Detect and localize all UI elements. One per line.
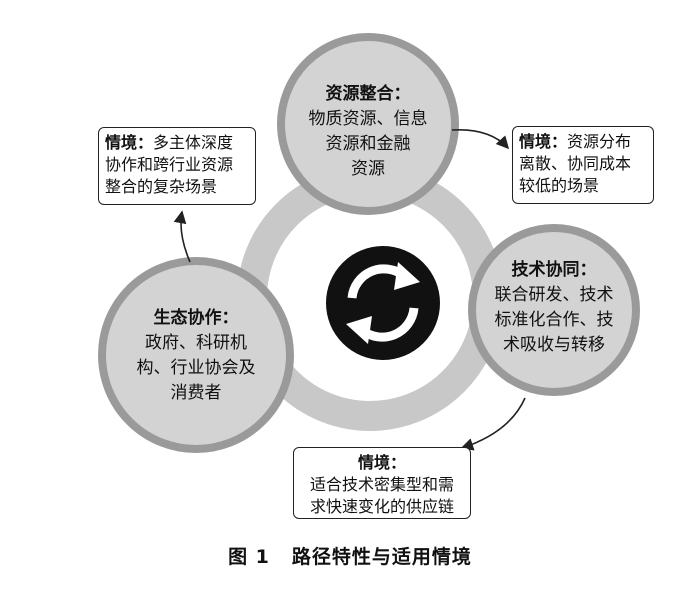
scenario-right-line: 离散、协同成本 [519, 154, 632, 173]
tech-node-text: 技术协同： 联合研发、技术 标准化合作、技 术吸收与转移 [484, 258, 624, 358]
resource-node-line: 资源 [351, 159, 385, 179]
scenario-right-line: 资源分布 [567, 132, 632, 151]
eco-node-title: 生态协作： [153, 308, 239, 328]
scenario-left-line: 多主体深度 [153, 133, 234, 152]
scenario-box-right: 情境：资源分布 离散、协同成本 较低的场景 [512, 126, 654, 204]
figure-caption: 图 1 路径特性与适用情境 [0, 542, 700, 569]
eco-node-circle [98, 257, 294, 453]
scenario-bottom-title: 情境： [357, 453, 406, 472]
scenario-left-line: 整合的复杂场景 [105, 177, 218, 196]
eco-node-line: 构、行业协会及 [136, 358, 256, 378]
eco-node-text: 生态协作： 政府、科研机 构、行业协会及 消费者 [126, 306, 266, 406]
eco-node-line: 政府、科研机 [145, 333, 247, 353]
figure-title: 路径特性与适用情境 [291, 546, 472, 568]
arrow-eco-to-left-scenario [173, 210, 191, 263]
refresh-cycle-icon [326, 246, 440, 360]
scenario-left-title: 情境： [105, 133, 154, 152]
resource-node-title: 资源整合： [325, 84, 411, 104]
scenario-right-title: 情境： [519, 132, 568, 151]
resource-node-line: 资源和金融 [325, 134, 411, 154]
figure-number: 图 1 [228, 546, 270, 568]
tech-node-line: 联合研发、技术 [494, 285, 614, 305]
scenario-left-line: 协作和跨行业资源 [105, 155, 234, 174]
eco-node-line: 消费者 [170, 383, 222, 403]
resource-node-text: 资源整合： 物质资源、信息 资源和金融 资源 [293, 82, 443, 182]
tech-node-line: 标准化合作、技 [494, 310, 614, 330]
resource-node-line: 物质资源、信息 [308, 109, 428, 129]
arrow-resource-to-right-scenario [451, 129, 510, 150]
scenario-bottom-line: 适合技术密集型和需 [309, 475, 454, 494]
arrow-tech-to-bottom-scenario [460, 397, 526, 451]
scenario-box-bottom: 情境： 适合技术密集型和需 求快速变化的供应链 [293, 447, 471, 519]
tech-node-title: 技术协同： [511, 260, 597, 280]
tech-node-line: 术吸收与转移 [503, 335, 605, 355]
scenario-bottom-line: 求快速变化的供应链 [309, 497, 454, 516]
scenario-right-line: 较低的场景 [519, 176, 600, 195]
resource-node-circle [277, 33, 459, 215]
tech-node-circle [468, 224, 640, 396]
scenario-box-left: 情境：多主体深度 协作和跨行业资源 整合的复杂场景 [98, 127, 256, 205]
